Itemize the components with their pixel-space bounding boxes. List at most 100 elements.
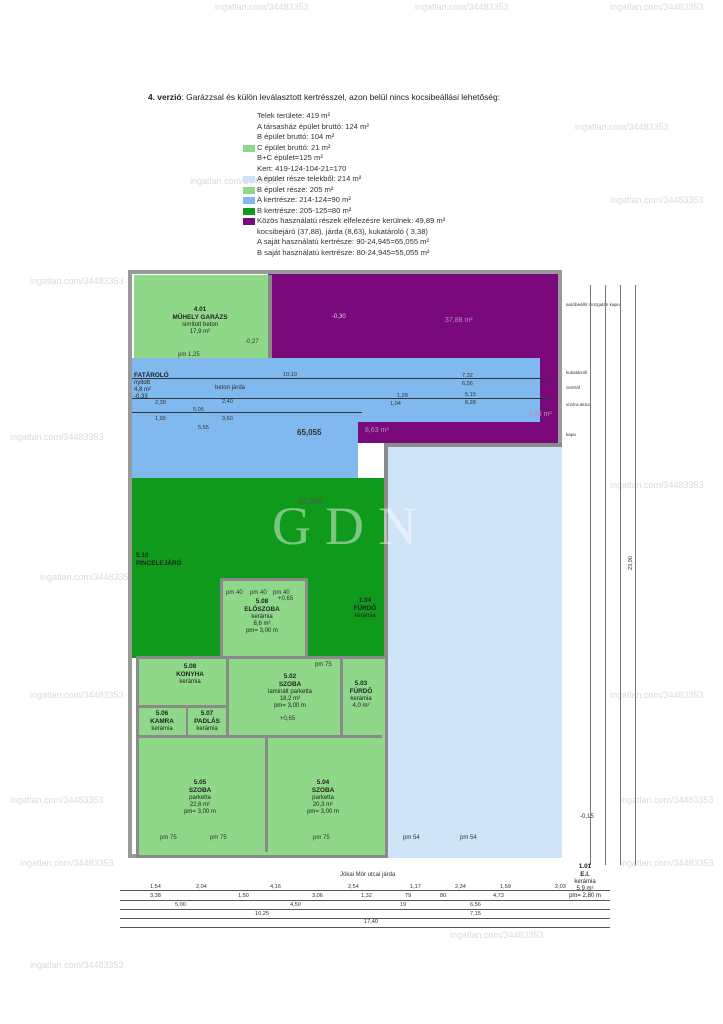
wall <box>186 705 188 735</box>
dimension-line <box>620 285 621 865</box>
dimension-line <box>132 398 552 399</box>
dim-text: 1,50 <box>238 893 249 899</box>
watermark: ingatlan.com/34483353 <box>30 690 124 700</box>
dim-text: 7,32 <box>462 373 473 379</box>
legend-line: Telek területe: 419 m² <box>257 111 331 120</box>
pm-label: pm 40 <box>250 590 267 596</box>
dimension-line <box>132 412 362 413</box>
dim-text: 1,17 <box>410 884 421 890</box>
legend-line: A saját használatú kertrésze: 90-24,945=… <box>257 237 430 246</box>
beton-jarda-label: beton járda <box>215 385 246 391</box>
watermark: ingatlan.com/34483353 <box>620 858 714 868</box>
dim-text: 3,06 <box>312 893 323 899</box>
watermark: ingatlan.com/34483353 <box>610 480 704 490</box>
sidewalk-common-area <box>358 422 558 443</box>
sidewalk-area-label: 8,63 m² <box>365 427 389 434</box>
dim-text: 3,60 <box>222 416 233 422</box>
dim-text: 80 <box>440 893 447 899</box>
dim-text: 4,73 <box>493 893 504 899</box>
dim-text: 2,04 <box>196 884 207 890</box>
legend-swatch <box>243 207 255 215</box>
dim-text: 10,10 <box>283 372 297 378</box>
watermark: ingatlan.com/34483353 <box>610 195 704 205</box>
a-garden-area-lower <box>132 420 358 478</box>
watermark: ingatlan.com/34483353 <box>620 795 714 805</box>
right-label: vízóra akna <box>566 402 590 407</box>
watermark: ingatlan.com/34483353 <box>30 960 124 970</box>
dimension-line <box>635 285 636 865</box>
logo-text: GDN <box>272 496 431 556</box>
legend-title-rest: : Garázzsal és külön leválasztott kertré… <box>181 92 500 102</box>
dimension-line <box>120 909 610 910</box>
right-label: centrál <box>566 385 580 390</box>
b-garden-value: 55,055 <box>298 497 323 506</box>
legend-swatch <box>243 186 255 194</box>
right-total-dim: 23,90 <box>628 556 634 570</box>
dim-text: 2,03 <box>555 884 566 890</box>
legend-title-bold: 4. verzió <box>148 92 182 102</box>
a-garden-area <box>132 358 540 422</box>
legend-line: A társasház épület bruttó: 124 m² <box>257 121 369 131</box>
bin-storage-common-area <box>540 355 558 443</box>
right-label: autóbeálló mozgatás kapu <box>566 302 620 307</box>
dim-text: 5,55 <box>198 425 209 431</box>
legend-line: C épület bruttó: 21 m² <box>257 142 331 152</box>
legend-swatch <box>243 197 255 204</box>
pm-label: pm 40 <box>273 590 290 596</box>
legend-line: A kertrésze: 214-124=90 m² <box>257 195 351 204</box>
wall <box>136 705 228 708</box>
bin-area-label: 3,38 m² <box>528 411 552 418</box>
pm-label: pm 75 <box>315 662 332 668</box>
dim-text: 4,16 <box>270 884 281 890</box>
watermark: ingatlan.com/34483353 <box>40 572 134 582</box>
legend-line: Közös használatú részek elfelezésre kerü… <box>257 216 446 225</box>
a-building-area <box>384 443 562 858</box>
pm-label: pm 54 <box>403 835 420 841</box>
dim-text: 2,40 <box>222 399 233 405</box>
legend-title: 4. verzió: Garázzsal és külön leválaszto… <box>148 92 500 102</box>
bottom-total-dim: 17,40 <box>364 919 378 925</box>
watermark: ingatlan.com/34483353 <box>610 690 704 700</box>
dim-text: 2,34 <box>455 884 466 890</box>
dim-text: 1,04 <box>390 401 401 407</box>
watermark: ingatlan.com/34483353 <box>190 176 284 186</box>
pm-label: pm 75 <box>210 835 227 841</box>
driveway-area-label: 37,88 m² <box>445 317 473 324</box>
room-eloszoba <box>220 578 308 664</box>
pm-label: pm 54 <box>460 835 477 841</box>
garage-level: -0,27 <box>245 339 259 345</box>
legend-line: B saját használatú kertrésze: 80-24,945=… <box>257 247 430 257</box>
dim-text: 6,56 <box>470 902 481 908</box>
wall <box>136 735 382 738</box>
dimension-line <box>120 927 610 928</box>
dim-text: 5,15 <box>465 392 476 398</box>
legend-line: B kertrésze: 205-125=80 m² <box>257 205 352 215</box>
legend-line: kocsibejáró (37,88), járda (8,63), kukat… <box>257 226 428 236</box>
gdn-logo: GDN <box>262 385 452 585</box>
dim-text: 5,05 <box>193 407 204 413</box>
watermark: ingatlan.com/34483353 <box>575 122 669 132</box>
watermark: ingatlan.com/34483353 <box>450 930 544 940</box>
wall <box>265 735 268 852</box>
garage-pm: pm 1,25 <box>178 352 200 358</box>
dim-text: 3,38 <box>150 893 161 899</box>
driveway-level: -0,30 <box>332 314 346 320</box>
right-label: kukatároló <box>566 370 588 375</box>
legend-line: Kert: 419-124-104-21=170 <box>257 163 347 173</box>
wall <box>340 656 343 736</box>
b-building-rooms <box>136 656 388 858</box>
dimension-line <box>120 890 610 891</box>
dim-text: 4,50 <box>290 902 301 908</box>
dim-text: 6,28 <box>465 400 476 406</box>
legend-line: A épület része telekből: 214 m² <box>257 174 362 183</box>
legend-swatch <box>243 144 255 152</box>
